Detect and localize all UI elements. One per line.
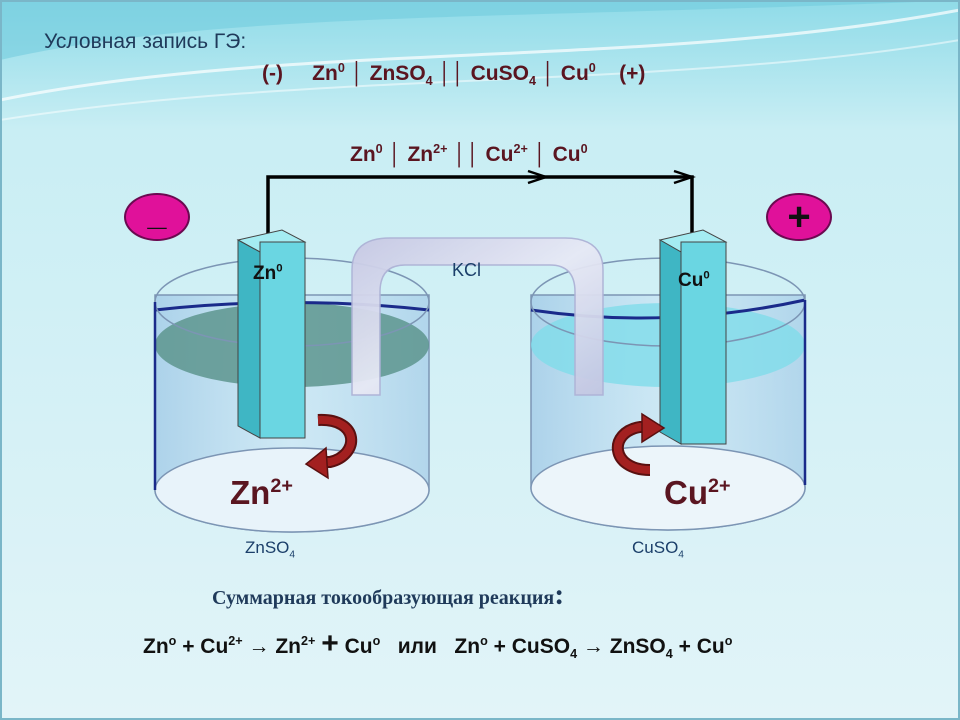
copper-electrode	[658, 229, 728, 445]
zinc-electrode-label: Zn0	[253, 262, 283, 284]
wave-decoration-3	[0, 39, 960, 121]
wave-decoration-2	[0, 8, 960, 102]
copper-sulfate-label: CuSO4	[632, 538, 684, 561]
zinc-sulfate-label: ZnSO4	[245, 538, 296, 561]
copper-ion-label: Cu2+	[664, 474, 731, 511]
salt-bridge-label: KCl	[452, 260, 482, 280]
external-wire	[266, 175, 694, 240]
anode-minus-sign: _	[124, 193, 190, 241]
zinc-ion-label: Zn2+	[230, 474, 293, 511]
summary-reaction-heading: Суммарная токообразующая реакция:	[212, 578, 565, 611]
copper-ion-arrow	[611, 412, 666, 476]
zinc-ion-arrow	[304, 413, 358, 480]
cell-notation-ionic: Zn0 │ Zn2+ ││ Cu2+ │ Cu0	[350, 142, 588, 166]
wire-arrow-end	[673, 169, 696, 185]
cathode-plus-sign: +	[766, 193, 832, 241]
cell-notation-molecular: (-) Zn0 │ ZnSO4 ││ CuSO4 │ Cu0 (+)	[262, 61, 646, 89]
slide-title: Условная запись ГЭ:	[44, 30, 247, 53]
overall-reaction-equation: Zno + Cu2+ → Zn2+ + Cuo или Zno + CuSO4 …	[143, 627, 733, 662]
zinc-electrode	[236, 229, 307, 439]
wire-arrow-middle	[527, 169, 550, 185]
wave-decoration-1	[0, 0, 960, 60]
copper-electrode-label: Cu0	[678, 269, 710, 291]
salt-bridge	[351, 237, 604, 396]
